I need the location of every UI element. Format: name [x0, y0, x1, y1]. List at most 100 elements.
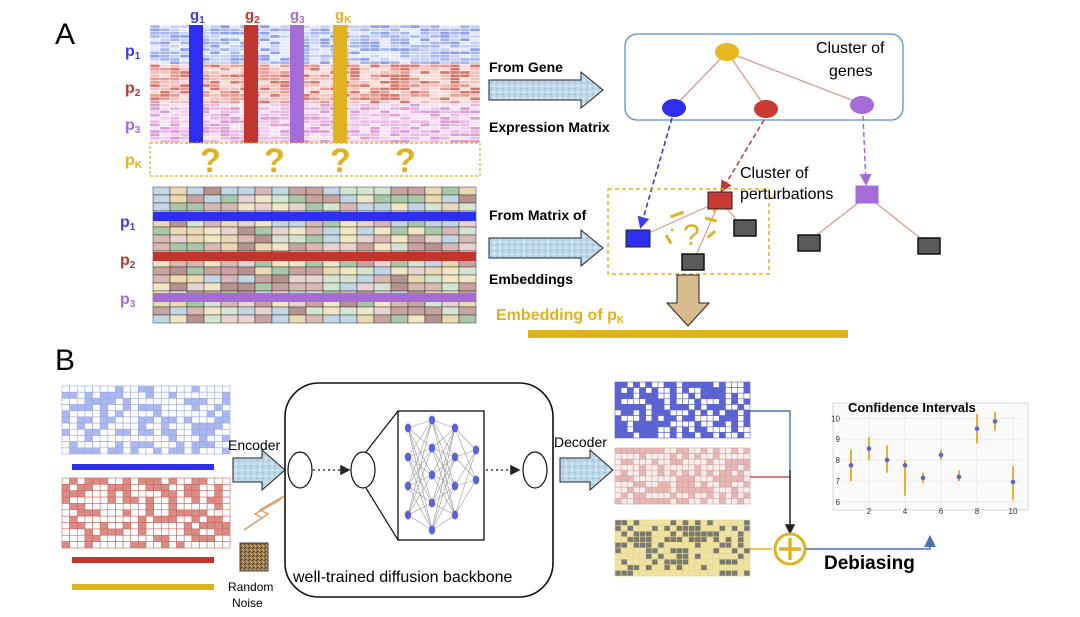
- output-grid-blue: [614, 381, 751, 439]
- nn-neuron: [472, 475, 480, 485]
- tree-node-purple: [850, 96, 874, 114]
- input-bar-red: [72, 557, 214, 563]
- nn-neuron: [428, 498, 436, 508]
- row-label-p1-top: p1: [125, 43, 141, 62]
- row-label-p1-bottom: p1: [120, 214, 136, 233]
- ci-x-tick: 6: [939, 507, 944, 516]
- tree-node-red: [754, 100, 778, 118]
- ci-point: [920, 475, 926, 481]
- output-grid-red: [614, 447, 751, 505]
- nn-neuron: [451, 510, 459, 520]
- ci-y-tick: 7: [836, 477, 841, 486]
- panel-b-letter: B: [55, 344, 75, 377]
- nn-neuron: [428, 470, 436, 480]
- embedding-arrow: [488, 228, 604, 268]
- random-noise-line1: Random: [228, 580, 273, 594]
- ci-x-tick: 4: [903, 507, 908, 516]
- row-label-p2-bottom: p2: [120, 252, 136, 271]
- random-noise-square: [239, 542, 269, 572]
- panel-a-letter: A: [55, 18, 75, 51]
- ci-point: [956, 474, 962, 480]
- ci-y-tick: 9: [836, 435, 841, 444]
- backbone-node-2: [350, 451, 376, 489]
- row-label-p3-bottom: p3: [120, 291, 136, 310]
- nn-neuron: [451, 423, 459, 433]
- ci-point: [938, 452, 944, 458]
- ci-point: [992, 419, 998, 424]
- input-grid-blue: [61, 385, 231, 455]
- embedding-of-pk-text: Embedding of pK: [496, 307, 625, 326]
- gene-label-gk: gK: [335, 7, 352, 26]
- nn-neuron: [428, 525, 436, 535]
- unknown-embedding-glyph: ?: [664, 209, 718, 252]
- cluster-genes-line2: genes: [829, 63, 873, 80]
- ci-y-tick: 8: [836, 456, 841, 465]
- from-gene-text: From Gene: [489, 59, 563, 75]
- neural-network: [404, 415, 480, 535]
- map-arrow-blue: [637, 117, 673, 229]
- nn-neuron: [404, 481, 412, 491]
- row-label-p3-top: p3: [125, 117, 141, 136]
- cluster-genes-line1: Cluster of: [816, 40, 885, 57]
- gene-column-g2: [244, 25, 258, 143]
- embeddings-text: Embeddings: [489, 271, 573, 287]
- gene-column-gk: [333, 25, 347, 143]
- perturbation-node-grey-2: [681, 253, 705, 271]
- embedding-row-p3: [153, 293, 476, 302]
- expression-matrix-text: Expression Matrix: [489, 119, 610, 135]
- nn-neuron: [428, 443, 436, 453]
- ci-point: [866, 446, 872, 451]
- gene-column-g1: [189, 25, 203, 143]
- backbone-node-3: [522, 451, 548, 489]
- embedding-of-pk-bar: [528, 330, 848, 338]
- nn-neuron: [404, 452, 412, 462]
- input-grid-red: [61, 477, 231, 549]
- ci-point: [848, 463, 854, 468]
- ci-x-tick: 8: [975, 507, 980, 516]
- neural-network-box: [397, 410, 485, 541]
- decoder-arrow: [559, 448, 614, 492]
- debiasing-text: Debiasing: [824, 553, 915, 574]
- nn-neuron: [451, 481, 459, 491]
- from-matrix-text: From Matrix of: [489, 207, 587, 223]
- pk-unknown-row: [149, 142, 481, 177]
- ci-point: [1010, 479, 1016, 485]
- encoder-text: Encoder: [228, 437, 280, 453]
- encoder-arrow: [232, 448, 286, 492]
- decoder-text: Decoder: [554, 434, 607, 450]
- embedding-row-p2: [153, 252, 476, 261]
- ci-y-tick: 10: [831, 414, 840, 423]
- tree-root-node: [715, 43, 739, 61]
- perturbation-cluster-box: [607, 188, 770, 275]
- row-label-pk-top: pK: [125, 152, 143, 171]
- perturbation-node-red: [707, 191, 733, 210]
- lightning-icon: [243, 495, 285, 531]
- embedding-down-arrow: [665, 274, 711, 327]
- backbone-node-1: [287, 451, 313, 489]
- nn-neuron: [451, 452, 459, 462]
- svg-text:?: ?: [683, 219, 700, 252]
- ci-y-tick: 6: [836, 498, 841, 507]
- tree-node-blue: [662, 99, 686, 117]
- nn-neuron: [428, 415, 436, 425]
- backbone-label: well-trained diffusion backbone: [292, 569, 513, 586]
- gene-label-g2: g2: [245, 7, 260, 26]
- nn-neuron: [472, 445, 480, 455]
- perturbation-node-grey-3: [797, 234, 821, 252]
- question-mark-4: ?: [395, 142, 416, 180]
- ci-point: [884, 457, 890, 463]
- row-label-p2-top: p2: [125, 80, 141, 99]
- gene-arrow: [488, 70, 604, 110]
- ci-x-tick: 2: [867, 507, 872, 516]
- perturbation-node-grey-1: [733, 219, 757, 237]
- input-bar-blue: [72, 464, 214, 470]
- random-noise-line2: Noise: [232, 596, 263, 610]
- cluster-perturb-line2: perturbations: [740, 186, 833, 203]
- perturbation-node-blue: [625, 229, 651, 248]
- input-bar-yellow: [72, 584, 214, 590]
- perturbation-node-grey-4: [917, 237, 941, 255]
- cluster-perturb-line1: Cluster of: [740, 165, 809, 182]
- ci-chart-title: Confidence Intervals: [848, 400, 976, 415]
